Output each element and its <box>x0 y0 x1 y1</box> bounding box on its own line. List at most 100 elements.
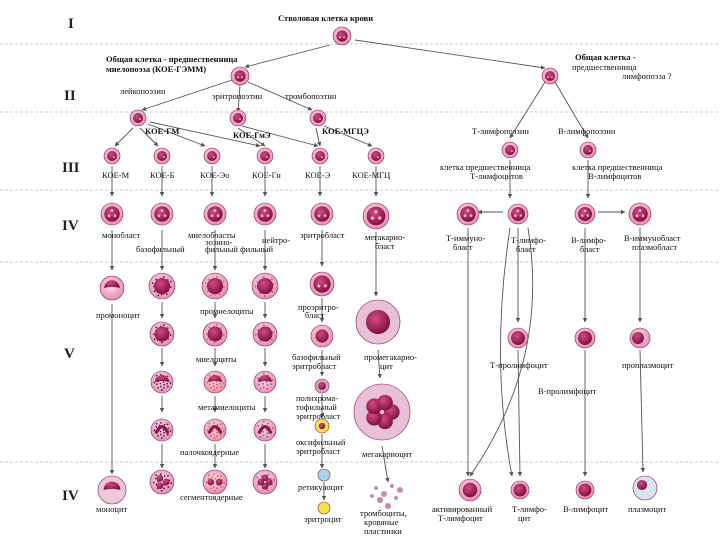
basophilic-myeloblast-cell <box>150 202 174 226</box>
stage-label-2: II <box>64 88 76 104</box>
label-reticulocyte: ретикулоцит <box>298 482 344 492</box>
label-b-prolympho: В-пролимфоцит <box>538 386 596 396</box>
monocyte-cell <box>97 475 127 505</box>
basophilic-promyelocyte-cell <box>148 272 176 300</box>
myelo-progenitor-cell <box>230 66 250 86</box>
label-activated-2: Т-лимфоцит <box>438 513 483 523</box>
megakaryoblast-cell <box>362 202 390 230</box>
erythrocyte-cell <box>317 501 331 515</box>
label-t-lympho-1: Т-лимфо- <box>511 235 546 245</box>
stage-label-1: I <box>68 16 74 32</box>
eosinophilic-myeloblast-cell <box>203 202 227 226</box>
label-poly-2: тофильный <box>296 402 337 412</box>
label-t-immuno-1: Т-иммуно- <box>446 233 485 243</box>
label-lympho-prog-1: Общая клетка - <box>575 52 636 62</box>
label-koe-mgce: КОЕ-МГЦЭ <box>322 126 369 136</box>
activated-t-lymphocyte-cell <box>458 478 482 502</box>
promonocyte-cell <box>99 275 125 301</box>
t-precursor-cell <box>501 141 519 159</box>
reticulocyte-cell <box>317 468 331 482</box>
platelet <box>374 486 378 490</box>
label-erythropoiesis: эритропоэтин <box>212 91 263 101</box>
cells-layer <box>97 26 658 515</box>
label-t-prec-1: клетка предшественница <box>440 162 530 172</box>
label-erythrocyte: эритроцит <box>304 514 342 524</box>
platelet <box>381 491 387 497</box>
oxyphilic-erythroblast-cell <box>314 418 330 434</box>
label-myelocytes: миелоциты <box>196 354 237 364</box>
t-prolymphocyte-cell <box>507 327 529 349</box>
label-t-prec-2: Т-лимфоцитов <box>470 171 523 181</box>
proplasmocyte-cell <box>629 327 651 349</box>
t-lymphoblast-cell <box>507 203 529 225</box>
label-koe-e: КОЕ-Э <box>305 170 331 180</box>
basophilic-myelocyte-cell <box>149 321 175 347</box>
platelet <box>370 494 374 498</box>
neutrophilic-band-cell <box>253 418 277 442</box>
b-lymphocyte-cell <box>575 480 595 500</box>
stage-separators <box>0 43 720 463</box>
eosinophilic-segmented-cell <box>202 469 228 495</box>
label-b-lymphopoiesis: В-лимфопоэзин <box>558 126 616 136</box>
eosinophilic-myelocyte-cell <box>202 321 228 347</box>
label-leukopoiesis: лейкопоэзин <box>120 86 166 96</box>
platelet <box>397 487 403 493</box>
stage-label-5: V <box>64 346 75 362</box>
neutrophilic-myeloblast-cell <box>253 202 277 226</box>
monoblast-cell <box>100 202 124 226</box>
label-monoblast: монобласт <box>102 230 140 240</box>
koe-e-cell <box>311 147 329 165</box>
eosinophilic-metamyelocyte-cell <box>203 370 227 394</box>
label-b-lympho-2: бласт <box>580 244 600 254</box>
erythroblast-cell <box>310 202 334 226</box>
label-eosino: эозино- <box>205 237 233 247</box>
label-myelo-prog-2: миелопоэза (КОЕ-ГЭММ) <box>106 64 206 74</box>
label-promegakaryo-1: промегакарио- <box>364 352 417 362</box>
koe-b-cell <box>153 147 171 165</box>
koe-m-cell <box>103 147 121 165</box>
eosinophilic-band-cell <box>203 418 227 442</box>
label-monocyte: моноцит <box>96 504 128 514</box>
label-baso-eryth-2: эритробласт <box>292 361 337 371</box>
koe-mgc-cell <box>367 147 385 165</box>
label-platelets-2: кровяные <box>364 517 399 527</box>
stem-cell <box>332 26 352 46</box>
label-b-prec-2: В-лимфоцитов <box>588 171 641 181</box>
label-b-lympho-1: В-лимфо- <box>571 235 606 245</box>
label-koe-gm: КОЕ-ГМ <box>145 126 179 136</box>
label-basophilic: базофильный <box>136 244 185 254</box>
label-b-immuno: В-иммунобласт <box>624 233 681 243</box>
label-t-lympho-2: бласт <box>516 244 536 254</box>
label-megakaryo-2: бласт <box>375 241 395 251</box>
label-plasmoblast: плазмобласт <box>632 242 677 252</box>
megakaryocyte-cell <box>353 383 411 441</box>
label-platelets-3: пластинки <box>364 526 402 536</box>
proerythroblast-cell <box>309 271 335 297</box>
label-koe-mgc: КОЕ-МГЦ <box>352 170 390 180</box>
label-metamyelocytes: метамиелоциты <box>198 402 256 412</box>
label-activated-1: активированный <box>432 504 493 514</box>
platelet <box>377 497 383 503</box>
basophilic-segmented-cell <box>149 469 175 495</box>
label-neutro: нейтро- <box>262 235 290 245</box>
neutrophilic-segmented-cell <box>252 469 278 495</box>
label-t-lymphocyte-2: цит <box>518 513 531 523</box>
basophilic-erythroblast-cell <box>310 324 334 348</box>
platelet <box>390 484 394 488</box>
label-oxy-2: эритробласт <box>296 446 341 456</box>
stage-label-4: IV <box>62 218 79 234</box>
label-poly-3: эритробласт <box>296 411 341 421</box>
label-erythroblast: эритробласт <box>300 230 345 240</box>
label-platelets-1: тромбоциты, <box>360 508 407 518</box>
b-prolymphocyte-cell <box>574 327 596 349</box>
eosinophilic-promyelocyte-cell <box>201 272 229 300</box>
label-t-lymphocyte-1: Т-лимфо- <box>512 504 547 514</box>
label-koe-eo: КОЕ-Эо <box>200 170 229 180</box>
label-megakaryo-1: мегакарио- <box>365 232 405 242</box>
label-segmented: сегментоядерные <box>180 492 243 502</box>
label-t-immuno-2: бласт <box>453 242 473 252</box>
promegakaryocyte-cell <box>355 299 401 345</box>
label-poly-1: полихрома- <box>296 393 338 403</box>
b-immunoblast-cell <box>628 202 652 226</box>
koe-gn-cell <box>256 147 274 165</box>
